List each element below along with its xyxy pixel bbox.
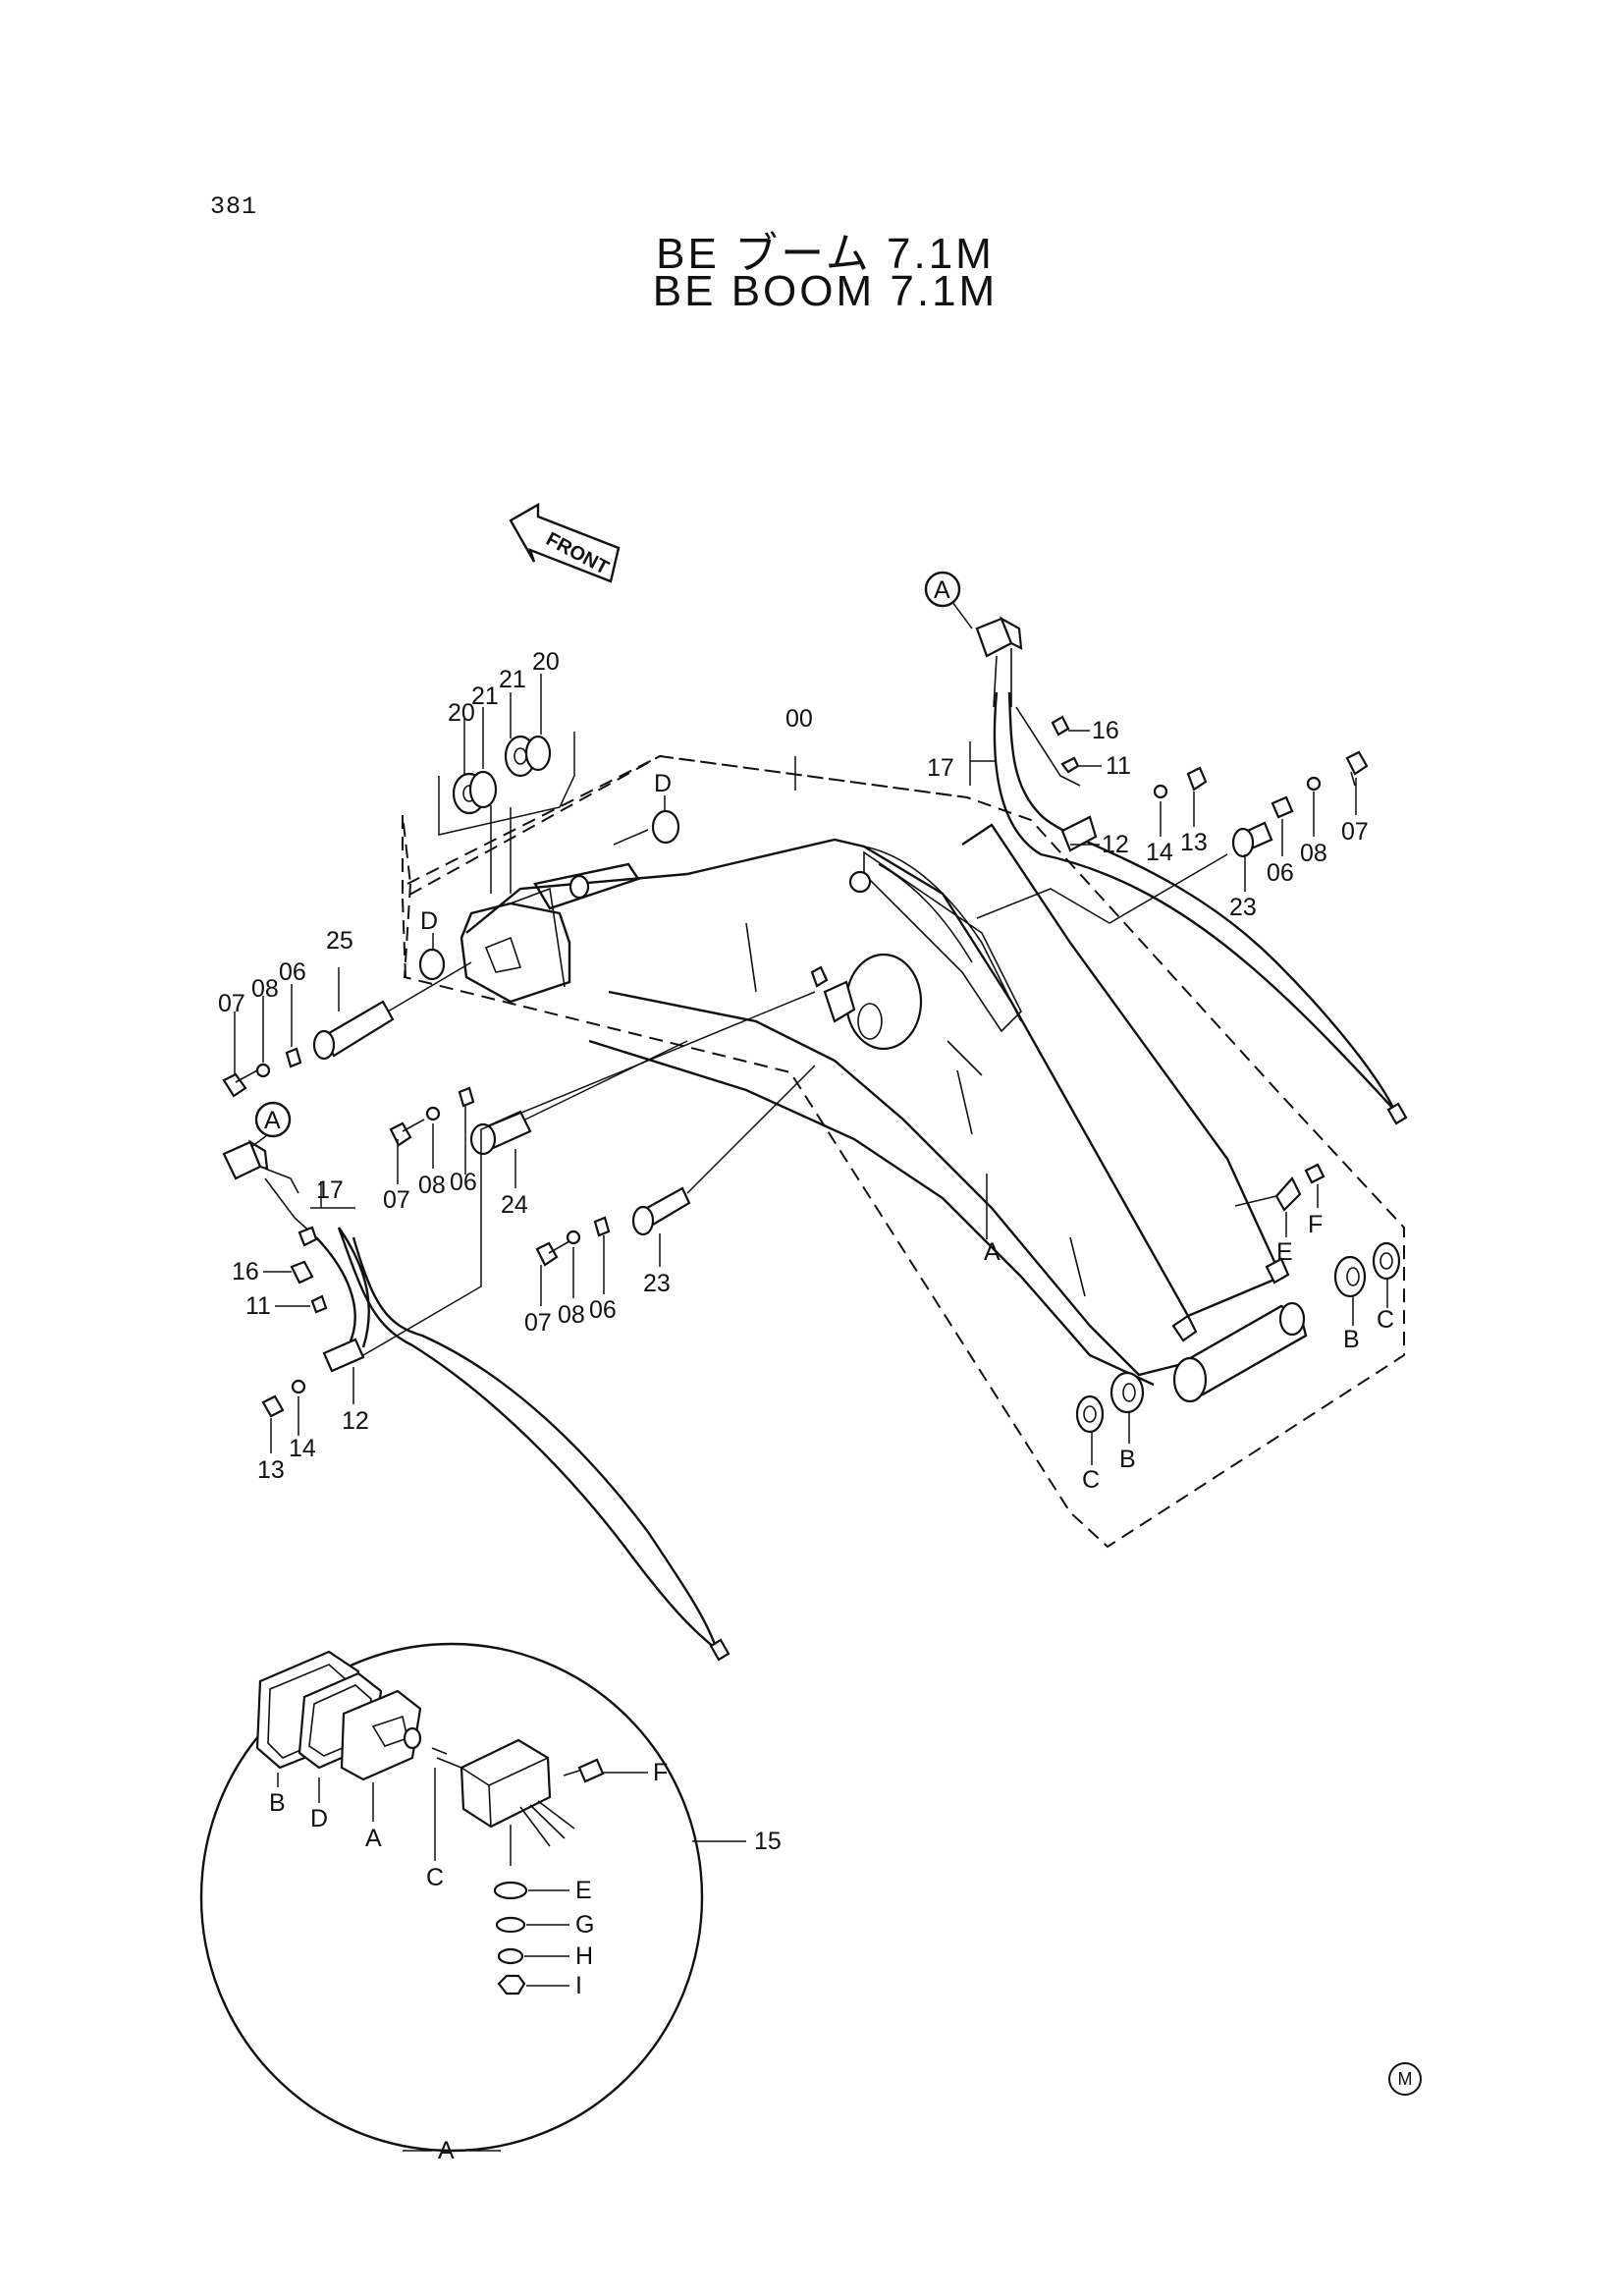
- label-07-left: 07: [218, 990, 245, 1017]
- label-08-lower: 08: [558, 1301, 585, 1329]
- label-07-right: 07: [1341, 818, 1369, 846]
- label-c-lower: C: [1082, 1466, 1100, 1494]
- label-21b: 21: [499, 666, 526, 693]
- assembly-boundary: [402, 754, 1405, 1549]
- detail-label-a-bottom: A: [438, 2137, 455, 2164]
- part-labels: 00 20 21 21 20 D D 25 07 08 06 24 07 08 …: [218, 648, 1394, 2164]
- detail-circle-a: [199, 1642, 746, 2153]
- detail-label-d: D: [310, 1805, 328, 1832]
- label-e-boom: E: [1276, 1238, 1293, 1266]
- label-20a: 20: [448, 699, 475, 727]
- label-08-mid: 08: [418, 1172, 446, 1199]
- hardware-right-upper: [1271, 750, 1369, 856]
- detail-label-g: G: [575, 1911, 594, 1939]
- label-07-mid: 07: [383, 1186, 410, 1214]
- label-c-right: C: [1377, 1306, 1394, 1334]
- cable-17-left: [222, 991, 816, 1662]
- title-english: BE BOOM 7.1M: [652, 267, 999, 315]
- hardware-left-upper: [222, 984, 302, 1098]
- label-13-upper: 13: [1180, 829, 1208, 856]
- label-23-upper: 23: [1229, 894, 1257, 921]
- label-12-left: 12: [342, 1407, 369, 1435]
- callout-a-left-label: A: [264, 1107, 281, 1134]
- label-20b: 20: [532, 648, 560, 676]
- boom-foot: [460, 862, 872, 1004]
- label-23-lower: 23: [643, 1270, 671, 1297]
- lamp-mount-e-f: [1234, 1163, 1325, 1237]
- page-number: 381: [210, 192, 258, 221]
- registered-mark: M: [1388, 2062, 1422, 2096]
- pin-23-upper: [976, 821, 1273, 924]
- label-17-left: 17: [316, 1176, 344, 1204]
- bushing-d-lower: [418, 948, 446, 981]
- label-06-lower: 06: [589, 1296, 617, 1324]
- callout-a-top-label: A: [934, 576, 950, 604]
- label-07-lower: 07: [524, 1309, 552, 1337]
- label-f-boom: F: [1308, 1211, 1323, 1238]
- title-japanese: BE ブーム 7.1M: [656, 230, 995, 278]
- label-16-left: 16: [232, 1258, 259, 1285]
- label-25: 25: [326, 927, 353, 955]
- hardware-middle: [389, 1086, 611, 1306]
- pin-23-lower: [631, 1065, 816, 1267]
- front-arrow: FRONT: [509, 502, 621, 583]
- callout-a-left[interactable]: A: [250, 1101, 292, 1148]
- label-24: 24: [501, 1191, 528, 1219]
- bushing-d-upper: [651, 809, 680, 845]
- label-00: 00: [785, 705, 813, 733]
- detail-label-h: H: [575, 1942, 593, 1970]
- label-16-upper: 16: [1092, 717, 1119, 744]
- label-08-left: 08: [251, 975, 279, 1003]
- label-06-mid: 06: [450, 1169, 477, 1196]
- detail-label-i: I: [575, 1972, 582, 1999]
- label-13-left: 13: [257, 1456, 285, 1484]
- label-12-upper: 12: [1102, 831, 1129, 858]
- boom-body: [465, 823, 1308, 1403]
- label-11-upper: 11: [1106, 752, 1131, 780]
- label-b-lower: B: [1119, 1446, 1136, 1473]
- label-21a: 21: [471, 683, 499, 710]
- label-15: 15: [754, 1828, 782, 1855]
- label-a-boom: A: [984, 1238, 1001, 1266]
- label-06-left: 06: [279, 958, 306, 986]
- cylinder-boss: [810, 953, 923, 1051]
- label-d-upper: D: [654, 770, 672, 797]
- label-17-upper: 17: [927, 754, 954, 782]
- pin-25: [312, 961, 472, 1061]
- detail-label-c: C: [426, 1864, 444, 1891]
- label-d-lower: D: [420, 907, 438, 935]
- front-label: FRONT: [542, 528, 612, 579]
- detail-label-a: A: [365, 1825, 382, 1852]
- callout-a-top[interactable]: A: [924, 571, 973, 629]
- detail-label-e: E: [575, 1877, 592, 1904]
- bushings-b-c: [1075, 1241, 1401, 1465]
- label-14-upper: 14: [1146, 839, 1173, 866]
- pin-24: [469, 1040, 688, 1188]
- label-08-right: 08: [1300, 840, 1327, 867]
- label-14-left: 14: [289, 1435, 316, 1462]
- label-06-right: 06: [1267, 859, 1294, 887]
- cable-17-upper: [969, 616, 1408, 1125]
- label-11-left: 11: [245, 1292, 271, 1320]
- detail-label-f: F: [653, 1759, 668, 1786]
- label-b-right: B: [1343, 1326, 1360, 1353]
- washer-group-20-21: [438, 674, 575, 894]
- detail-label-b: B: [269, 1789, 286, 1817]
